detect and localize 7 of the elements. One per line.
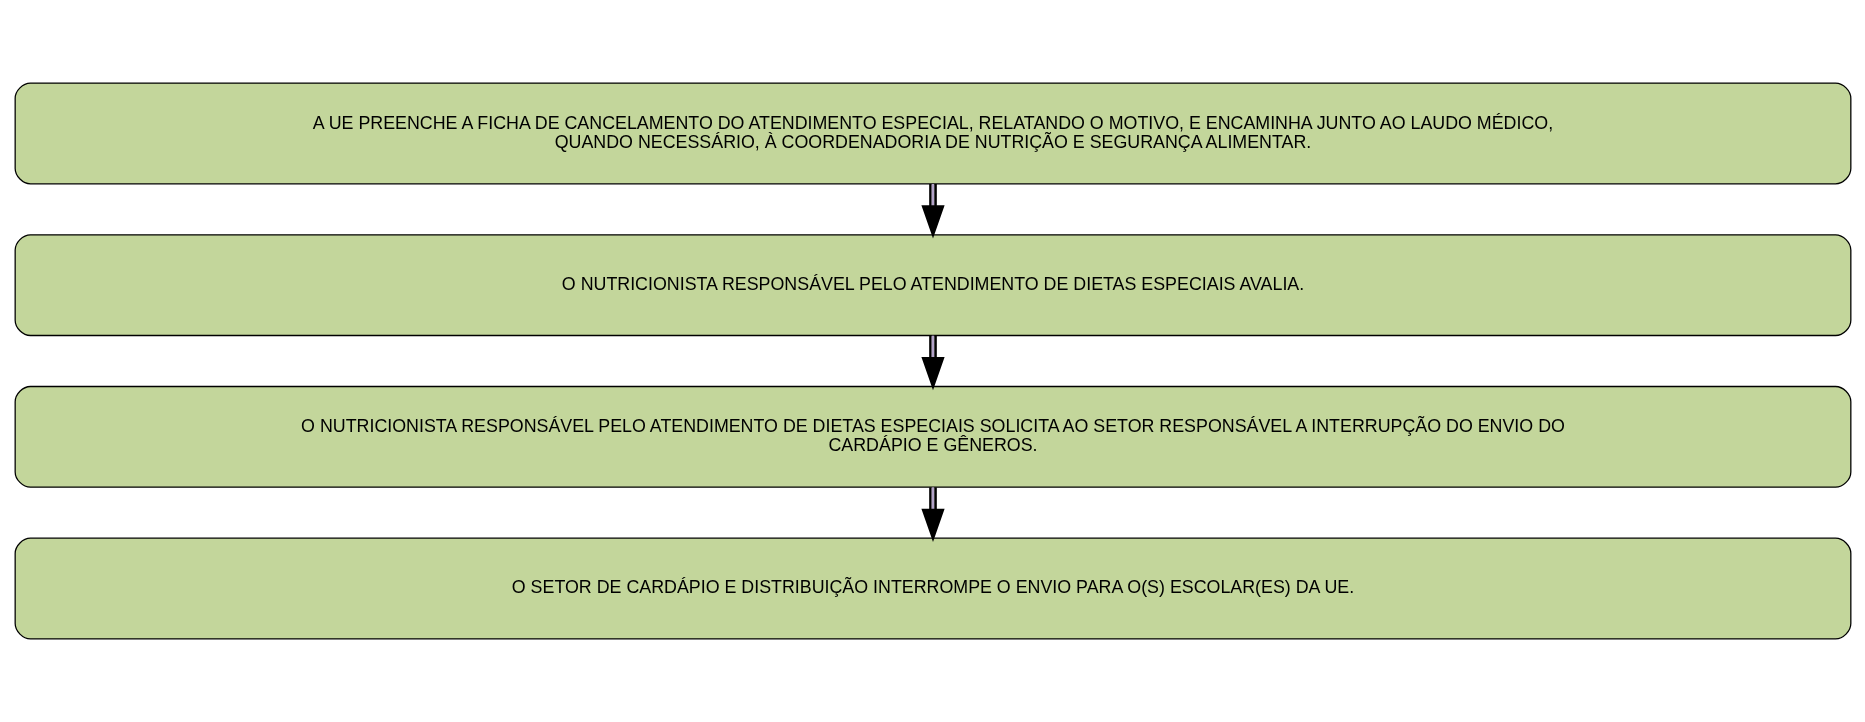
node-box: O NUTRICIONISTA RESPONSÁVEL PELO ATENDIMENTO DE DIETAS ESPECIAIS SOLICITA AO SETOR RESPONSÁVEL A INTERRUPÇÃO DO ENVIO DO CARDÁPIO E GÊNEROS. bbox=[14, 385, 1851, 488]
node-box: A UE PREENCHE A FICHA DE CANCELAMENTO DO ATENDIMENTO ESPECIAL, RELATANDO O MOTIVO, E ENCAMINHA JUNTO AO LAUDO MÉDICO, QUANDO NECESSÁRIO, À COORDENADORIA DE NUTRIÇÃO E SEGURANÇA ALIMENTAR. bbox=[14, 82, 1851, 185]
node-box: O SETOR DE CARDÁPIO E DISTRIBUIÇÃO INTERROMPE O ENVIO PARA O(S) ESCOLAR(ES) DA UE. bbox=[14, 537, 1851, 640]
node-box: O NUTRICIONISTA RESPONSÁVEL PELO ATENDIMENTO DE DIETAS ESPECIAIS AVALIA. bbox=[14, 234, 1851, 337]
arrow bbox=[920, 183, 945, 239]
arrow bbox=[920, 335, 945, 391]
arrow bbox=[920, 487, 945, 542]
